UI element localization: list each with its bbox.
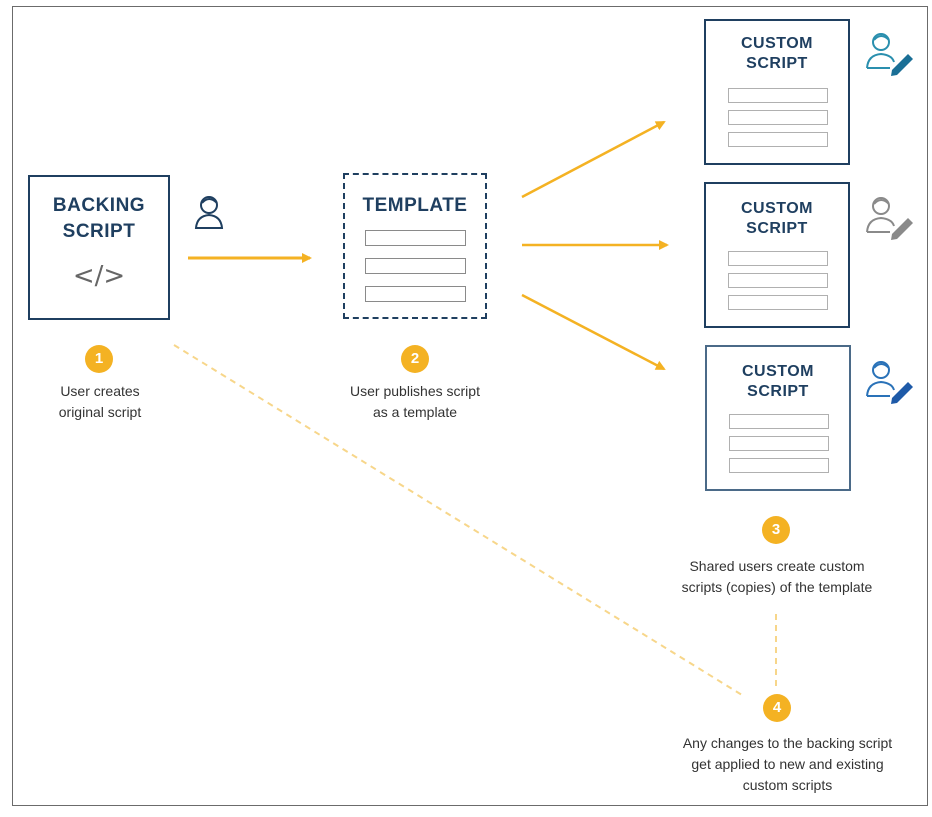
custom-script-field xyxy=(728,110,828,125)
custom-script-title-line1: CUSTOM xyxy=(740,200,814,217)
arrow-template-to-custom-3 xyxy=(521,293,666,371)
template-field-3 xyxy=(365,286,466,302)
step-3-caption-line2: scripts (copies) of the template xyxy=(681,579,873,595)
custom-script-field xyxy=(729,458,829,473)
user-edit-icon xyxy=(866,361,913,404)
template-box: TEMPLATE xyxy=(343,173,487,319)
step-3-caption-line1: Shared users create custom xyxy=(689,558,865,574)
custom-script-title-line2: SCRIPT xyxy=(747,383,809,400)
step-4-caption-line1: Any changes to the backing script xyxy=(682,735,893,751)
diagram-frame xyxy=(12,6,928,806)
backing-script-title-line2: SCRIPT xyxy=(62,221,136,242)
step-badge-4: 4 xyxy=(763,694,791,722)
custom-script-field xyxy=(728,132,828,147)
custom-script-field xyxy=(728,88,828,103)
template-title: TEMPLATE xyxy=(362,195,468,216)
custom-script-field xyxy=(728,251,828,266)
step-3-caption: Shared users create custom scripts (copi… xyxy=(662,556,892,598)
step-4-caption-line3: custom scripts xyxy=(742,777,833,793)
step-badge-2: 2 xyxy=(401,345,429,373)
step-1-caption-line2: original script xyxy=(58,404,142,420)
step-2-caption-line1: User publishes script xyxy=(350,383,480,399)
step-1-caption: User creates original script xyxy=(10,381,190,423)
custom-script-title-line1: CUSTOM xyxy=(741,363,815,380)
step-1-caption-line1: User creates xyxy=(60,383,140,399)
backing-script-box: BACKING SCRIPT </> xyxy=(28,175,170,320)
custom-script-box-2: CUSTOM SCRIPT xyxy=(704,182,850,328)
custom-script-field xyxy=(729,436,829,451)
custom-script-title-line1: CUSTOM xyxy=(740,35,814,52)
custom-script-field xyxy=(729,414,829,429)
custom-script-box-1: CUSTOM SCRIPT xyxy=(704,19,850,165)
user-edit-icon xyxy=(866,197,913,240)
custom-script-title-line2: SCRIPT xyxy=(746,55,808,72)
dashed-link-backing-to-step4 xyxy=(173,344,743,696)
user-edit-icon xyxy=(866,33,913,76)
template-field-1 xyxy=(365,230,466,246)
step-2-caption-line2: as a template xyxy=(372,404,458,420)
template-field-2 xyxy=(365,258,466,274)
step-4-caption: Any changes to the backing script get ap… xyxy=(650,733,925,796)
user-icon xyxy=(194,196,224,229)
step-badge-3: 3 xyxy=(762,516,790,544)
custom-script-field xyxy=(728,273,828,288)
custom-script-title-line2: SCRIPT xyxy=(746,220,808,237)
code-icon: </> xyxy=(72,261,126,291)
custom-script-field xyxy=(728,295,828,310)
step-2-caption: User publishes script as a template xyxy=(305,381,525,423)
backing-script-title-line1: BACKING xyxy=(52,195,146,216)
custom-script-box-3: CUSTOM SCRIPT xyxy=(705,345,851,491)
arrow-template-to-custom-1 xyxy=(521,120,666,199)
step-4-caption-line2: get applied to new and existing xyxy=(691,756,884,772)
step-badge-1: 1 xyxy=(85,345,113,373)
